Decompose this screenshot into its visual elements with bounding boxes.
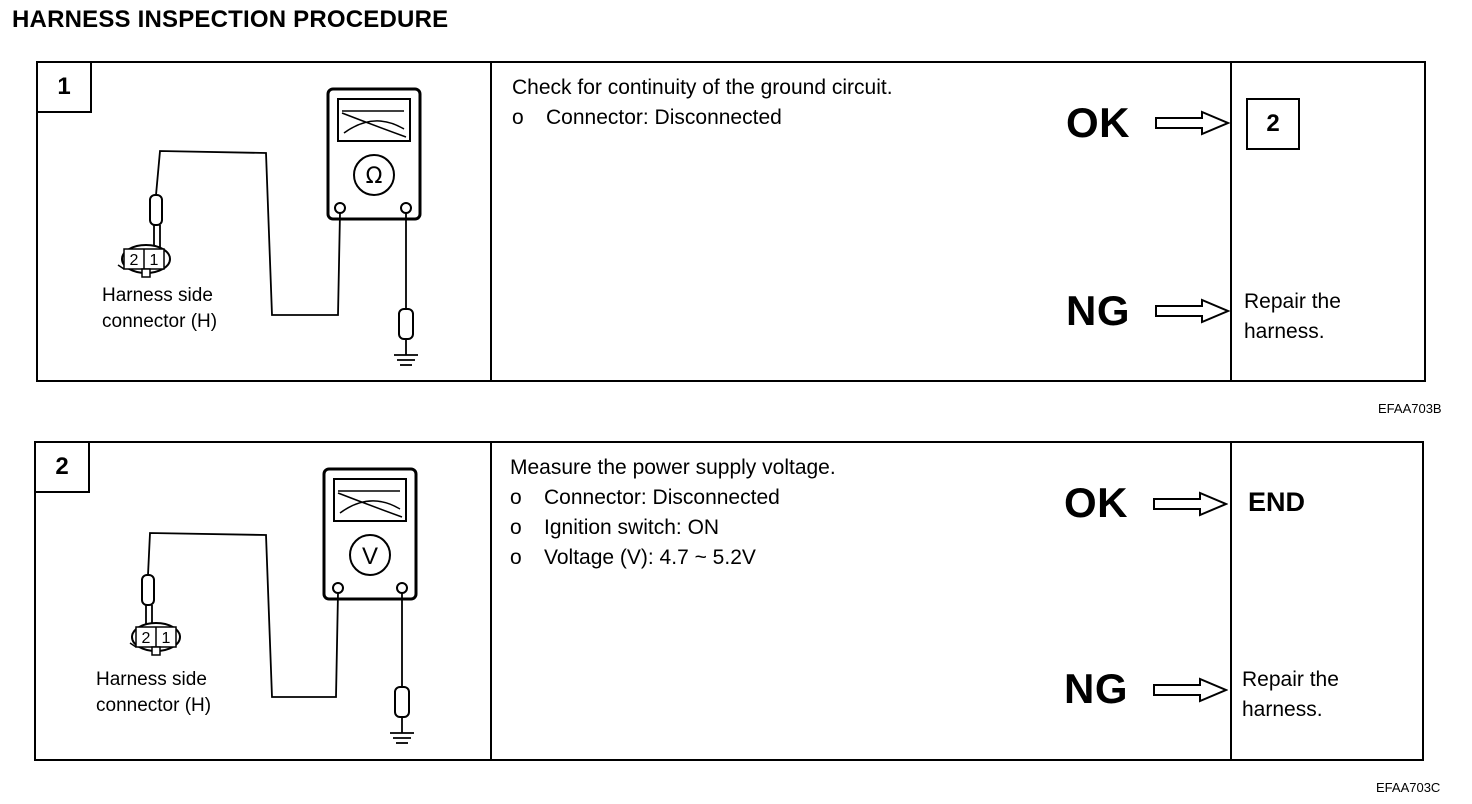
ok-result: END: [1248, 487, 1306, 517]
column-divider: [1230, 443, 1232, 759]
instruction-text: Check for continuity of the ground circu…: [512, 76, 893, 99]
column-divider: [1230, 63, 1232, 380]
ng-result: Repair the harness.: [1242, 668, 1339, 721]
ok-label: OK: [1066, 99, 1130, 146]
ng-label: NG: [1064, 665, 1128, 712]
ground-icon: [390, 732, 414, 744]
ng-result: Repair the harness.: [1244, 290, 1341, 343]
svg-text:2: 2: [130, 252, 139, 269]
connector-label: Harness side connector (H): [102, 285, 218, 332]
connector-icon: 2 1: [129, 622, 181, 656]
figure-code: EFAA703B: [1378, 401, 1442, 416]
page-title: HARNESS INSPECTION PROCEDURE: [12, 6, 449, 33]
svg-text:V: V: [362, 543, 378, 570]
svg-text:1: 1: [150, 252, 159, 269]
arrow-right-icon: [1155, 298, 1230, 324]
voltmeter-icon: V: [322, 467, 418, 601]
svg-text:Ω: Ω: [366, 164, 383, 189]
step-number: 1: [38, 63, 92, 113]
column-divider: [490, 63, 492, 380]
arrow-right-icon: [1153, 491, 1228, 517]
wiring-diagram: Ω 2 1: [117, 87, 422, 366]
connector-label: Harness side connector (H): [96, 669, 212, 716]
connector-icon: 2 1: [117, 244, 171, 278]
column-divider: [490, 443, 492, 759]
svg-text:1: 1: [162, 630, 171, 647]
step-1-box: 1 Ω 2 1: [36, 61, 1426, 382]
next-step-box: 2: [1246, 98, 1300, 150]
wiring-diagram: V 2 1: [129, 467, 418, 744]
instruction-text: Measure the power supply voltage.: [510, 456, 836, 479]
ng-label: NG: [1066, 287, 1130, 334]
step-number: 2: [36, 443, 90, 493]
step-2-box: 2 V 2 1: [34, 441, 1424, 761]
arrow-right-icon: [1153, 677, 1228, 703]
step-instructions: Check for continuity of the ground circu…: [512, 73, 893, 133]
ohmmeter-icon: Ω: [326, 87, 422, 221]
ok-label: OK: [1064, 479, 1128, 526]
svg-text:2: 2: [142, 630, 151, 647]
arrow-right-icon: [1155, 110, 1230, 136]
figure-code: EFAA703C: [1376, 780, 1441, 795]
ground-icon: [394, 354, 418, 366]
